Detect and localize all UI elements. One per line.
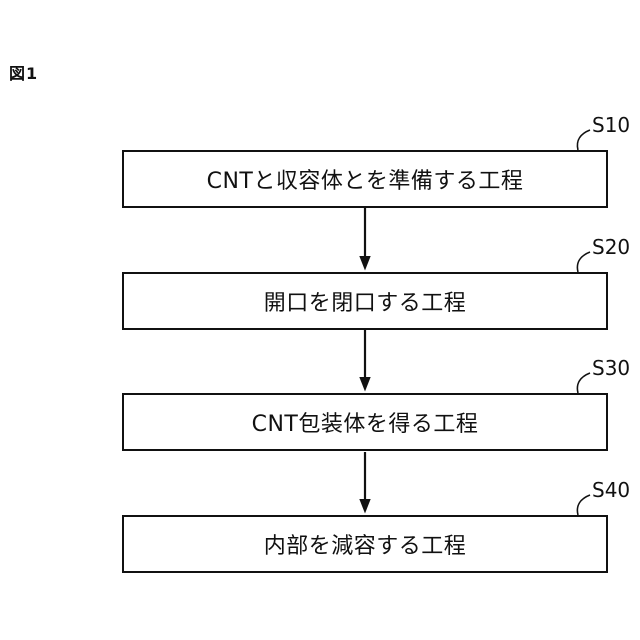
flow-step-box-s30: CNT包装体を得る工程 <box>122 393 608 451</box>
step-label-s10: S10 <box>592 113 631 137</box>
step-label-s40: S40 <box>592 478 631 502</box>
figure-label: 図1 <box>9 64 39 83</box>
arrow-down-head-icon <box>359 256 371 271</box>
flow-step-box-s40: 内部を減容する工程 <box>122 515 608 573</box>
arrow-down-head-icon <box>359 499 371 514</box>
leader-line-s40 <box>576 494 591 516</box>
flow-step-text-s10: CNTと収容体とを準備する工程 <box>206 169 524 194</box>
flow-step-text-s20: 開口を閉口する工程 <box>263 291 467 316</box>
flow-step-text-s30: CNT包装体を得る工程 <box>251 412 479 437</box>
leader-line-s30 <box>576 372 591 394</box>
flow-step-text-s40: 内部を減容する工程 <box>263 534 467 559</box>
arrow-down-head-icon <box>359 377 371 392</box>
leader-line-s20 <box>576 251 591 273</box>
flow-step-box-s20: 開口を閉口する工程 <box>122 272 608 330</box>
flow-step-box-s10: CNTと収容体とを準備する工程 <box>122 150 608 208</box>
step-label-s20: S20 <box>592 235 631 259</box>
leader-line-s10 <box>576 129 591 151</box>
step-label-s30: S30 <box>592 356 631 380</box>
